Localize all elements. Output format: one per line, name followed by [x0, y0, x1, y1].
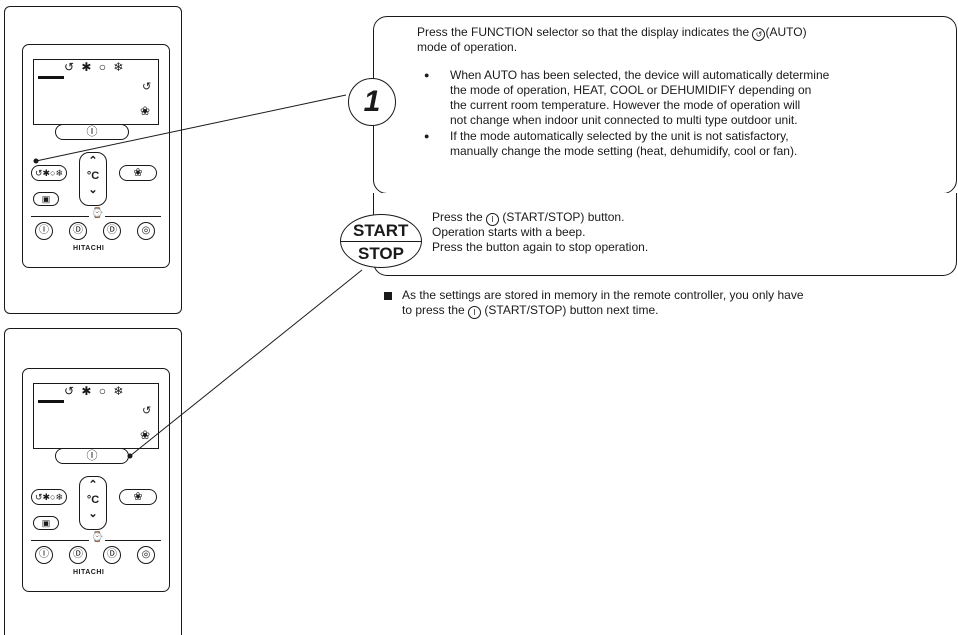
- leader-line-step1: [35, 94, 347, 162]
- pointer-dot-step1: [33, 158, 39, 164]
- start-stop-button[interactable]: Ⓘ: [55, 124, 129, 140]
- timer-icon: ⌚: [89, 208, 106, 219]
- note-line2: to press the I (START/STOP) button next …: [402, 303, 658, 319]
- lcd-mode-indicator: [38, 400, 64, 403]
- step1-intro-line2: mode of operation.: [417, 40, 518, 54]
- timer-off-button[interactable]: Ⓓ: [103, 546, 121, 564]
- auto-icon: ↺: [142, 405, 152, 417]
- temp-label: °C: [86, 494, 100, 506]
- leader-line-start-stop: [129, 269, 363, 457]
- step1-intro-suffix: (AUTO): [765, 25, 807, 39]
- remote-controller-top: ↺ ✱ ○ ❄ ↺ ❀ Ⓘ ↺✱○❄ ⌃ °C ⌄ ❀ ▣ ⌚ Ⓘ Ⓓ Ⓓ ◎ …: [22, 44, 170, 268]
- cancel-button[interactable]: ◎: [137, 546, 155, 564]
- on-button[interactable]: Ⓘ: [35, 546, 53, 564]
- auto-icon: ↺: [142, 81, 152, 93]
- fan-icon: ❀: [140, 104, 151, 118]
- start-stop-line1-suffix: (START/STOP) button.: [502, 210, 625, 224]
- start-stop-line2: Operation starts with a beep.: [432, 225, 586, 239]
- start-label: START: [353, 221, 409, 240]
- temp-up-icon[interactable]: ⌃: [88, 479, 98, 491]
- timer-icon: ⌚: [89, 532, 106, 543]
- step1-intro-prefix: Press the FUNCTION selector so that the …: [417, 25, 750, 39]
- start-stop-badge: START STOP: [340, 214, 422, 268]
- note-line2-prefix: to press the: [402, 303, 465, 317]
- temp-down-icon[interactable]: ⌄: [88, 508, 98, 520]
- bullet2-line1: If the mode automatically selected by th…: [450, 129, 789, 143]
- fan-speed-button[interactable]: ❀: [119, 489, 157, 505]
- remote-controller-bottom: ↺ ✱ ○ ❄ ↺ ❀ Ⓘ ↺✱○❄ ⌃ °C ⌄ ❀ ▣ ⌚ Ⓘ Ⓓ Ⓓ ◎ …: [22, 368, 170, 592]
- lcd-display: ↺ ✱ ○ ❄ ↺ ❀: [33, 383, 159, 449]
- bullet-dot: ●: [424, 70, 430, 80]
- step1-intro: Press the FUNCTION selector so that the …: [417, 25, 952, 41]
- temperature-button[interactable]: ⌃ °C ⌄: [79, 476, 107, 530]
- temp-up-icon[interactable]: ⌃: [88, 155, 98, 167]
- on-button[interactable]: Ⓘ: [35, 222, 53, 240]
- timer-select-button[interactable]: ▣: [33, 192, 59, 206]
- start-stop-box: [373, 193, 957, 276]
- start-stop-icon: I: [468, 306, 482, 319]
- start-stop-button[interactable]: Ⓘ: [55, 448, 129, 464]
- function-selector-button[interactable]: ↺✱○❄: [31, 165, 67, 181]
- bullet1-line2: the mode of operation, HEAT, COOL or DEH…: [450, 83, 812, 97]
- bullet1-line4: not change when indoor unit connected to…: [450, 113, 798, 127]
- lcd-mode-indicator: [38, 76, 64, 79]
- brand-logo: HITACHI: [73, 245, 105, 252]
- auto-icon: ↺: [752, 28, 766, 41]
- bullet1-line1: When AUTO has been selected, the device …: [450, 68, 830, 82]
- timer-on-button[interactable]: Ⓓ: [69, 222, 87, 240]
- start-stop-line1-prefix: Press the: [432, 210, 483, 224]
- fan-speed-button[interactable]: ❀: [119, 165, 157, 181]
- start-stop-line1: Press the I (START/STOP) button.: [432, 210, 624, 226]
- step1-number: 1: [348, 78, 396, 126]
- start-stop-divider: [341, 241, 421, 242]
- fan-icon: ❀: [140, 428, 151, 442]
- stop-label: STOP: [358, 244, 404, 263]
- note-line1: As the settings are stored in memory in …: [402, 288, 804, 302]
- bullet-dot: ●: [424, 131, 430, 141]
- lcd-mode-icons: ↺ ✱ ○ ❄: [64, 60, 126, 74]
- timer-off-button[interactable]: Ⓓ: [103, 222, 121, 240]
- timer-on-button[interactable]: Ⓓ: [69, 546, 87, 564]
- bullet2-line2: manually change the mode setting (heat, …: [450, 144, 798, 158]
- pointer-dot-start-stop: [127, 453, 133, 459]
- lcd-mode-icons: ↺ ✱ ○ ❄: [64, 384, 126, 398]
- temperature-button[interactable]: ⌃ °C ⌄: [79, 152, 107, 206]
- function-selector-button[interactable]: ↺✱○❄: [31, 489, 67, 505]
- temp-down-icon[interactable]: ⌄: [88, 184, 98, 196]
- start-stop-line3: Press the button again to stop operation…: [432, 240, 649, 254]
- timer-select-button[interactable]: ▣: [33, 516, 59, 530]
- temp-label: °C: [86, 170, 100, 182]
- bullet1-line3: the current room temperature. However th…: [450, 98, 801, 112]
- cancel-button[interactable]: ◎: [137, 222, 155, 240]
- note-bullet: [384, 292, 392, 300]
- note-line2-suffix: (START/STOP) button next time.: [484, 303, 659, 317]
- brand-logo: HITACHI: [73, 569, 105, 576]
